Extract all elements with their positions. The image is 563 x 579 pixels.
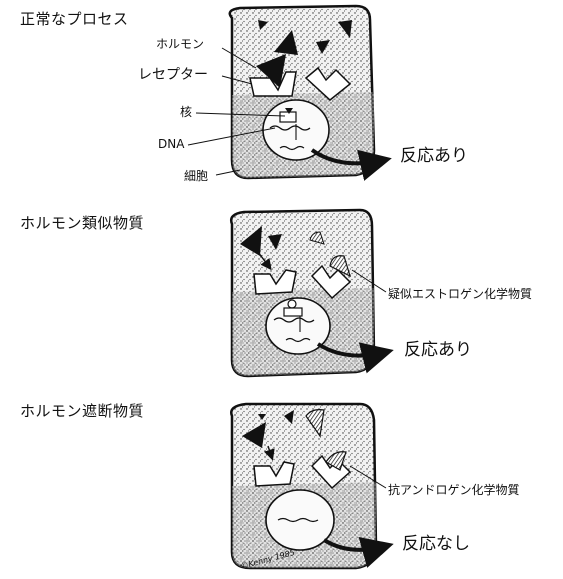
panel-2-response: 反応あり — [404, 340, 472, 360]
panel-1-response: 反応あり — [400, 146, 468, 166]
receptor-icon — [253, 269, 297, 295]
mimic-chemical-icon — [329, 255, 351, 278]
nucleus-icon — [265, 489, 335, 551]
nucleus-label: 核 — [180, 105, 193, 119]
blocker-chemical-label: 抗アンドロゲン化学物質 — [388, 483, 520, 497]
hormone-icon — [338, 20, 352, 38]
cell-1 — [187, 4, 392, 181]
receptor-icon — [249, 71, 297, 97]
receptor-icon — [253, 461, 295, 487]
dna-label: DNA — [158, 137, 185, 151]
receptor-label: レセプター — [138, 67, 208, 83]
panel-1-title: 正常なプロセス — [20, 10, 129, 28]
hormone-icon — [242, 422, 266, 448]
hormone-icon — [256, 54, 286, 88]
hormone-icon — [274, 30, 298, 55]
dna-icon — [277, 517, 319, 523]
hormone-icon — [258, 20, 268, 30]
blocker-chemical-icon — [305, 409, 325, 438]
cell-2 — [230, 208, 394, 378]
response-arrow — [322, 536, 394, 568]
mimic-chemical-label: 疑似エストロゲン化学物質 — [388, 287, 533, 301]
blocker-chemical-icon — [325, 451, 347, 471]
nucleus-icon — [265, 297, 331, 355]
hormone-label: ホルモン — [156, 37, 205, 51]
hormone-icon — [316, 40, 330, 54]
panel-3-title: ホルモン遮断物質 — [20, 402, 145, 420]
receptor-icon — [304, 66, 352, 101]
panel-3-response: 反応なし — [402, 534, 470, 554]
panel-2-title: ホルモン類似物質 — [20, 214, 145, 232]
cell-label: 細胞 — [184, 169, 209, 183]
response-arrow — [316, 342, 394, 374]
hormone-icon — [268, 234, 282, 250]
hormone-icon — [240, 226, 262, 256]
response-arrow — [310, 148, 392, 181]
cell-3 — [230, 402, 394, 570]
dna-icon — [269, 125, 311, 131]
dna-icon — [273, 317, 315, 323]
mimic-chemical-icon — [309, 231, 325, 245]
